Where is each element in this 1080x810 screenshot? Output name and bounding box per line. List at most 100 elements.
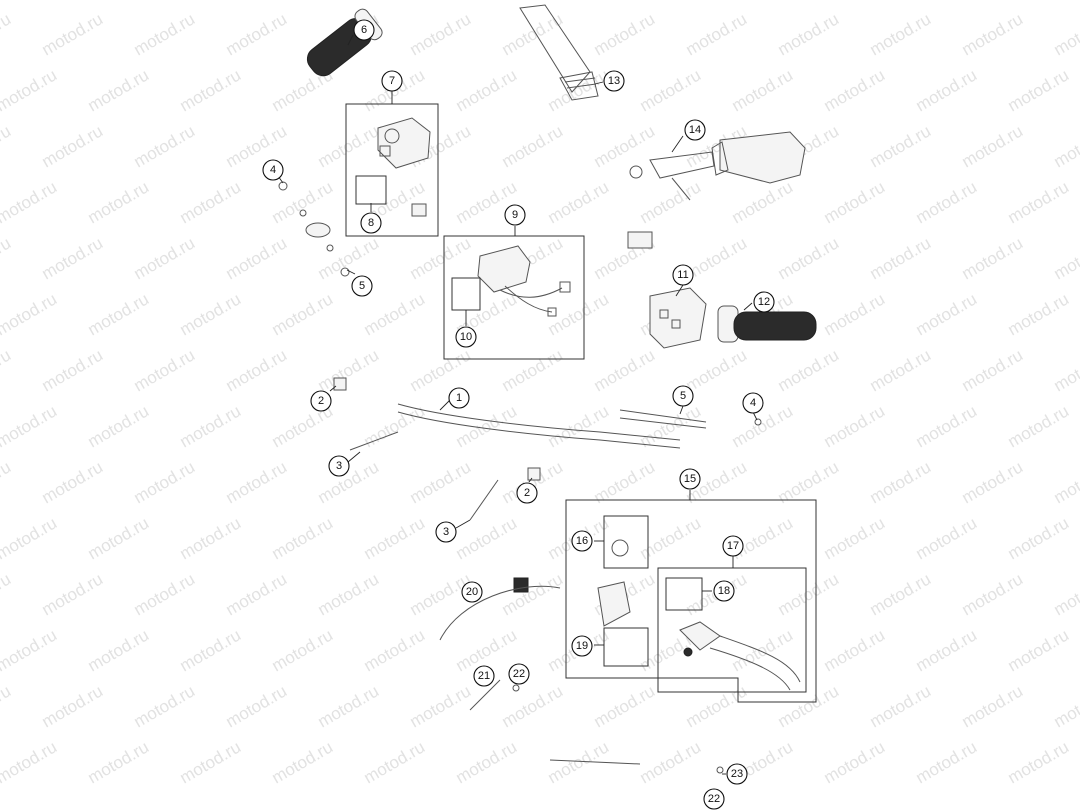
watermark-text: motod.ru [867,9,935,59]
watermark-text: motod.ru [0,401,60,451]
svg-text:15: 15 [684,473,696,485]
watermark-text: motod.ru [177,401,245,451]
watermark-text: motod.ru [867,345,935,395]
watermark-text: motod.ru [0,681,14,731]
watermark-text: motod.ru [499,121,567,171]
watermark-text: motod.ru [39,345,107,395]
watermark-text: motod.ru [39,457,107,507]
svg-text:5: 5 [359,280,365,292]
watermark-text: motod.ru [223,9,291,59]
callout-3: 3 [328,455,350,477]
watermark-text: motod.ru [637,737,705,787]
watermark-text: motod.ru [0,345,14,395]
bar-end-parts-upper [278,181,350,277]
watermark-text: motod.ru [867,233,935,283]
watermark-text: motod.ru [1051,457,1080,507]
watermark-text: motod.ru [131,457,199,507]
callout-14: 14 [684,119,706,141]
frame-15 [565,499,817,703]
watermark-text: motod.ru [131,681,199,731]
watermark-text: motod.ru [0,457,14,507]
watermark-text: motod.ru [85,401,153,451]
watermark-text: motod.ru [85,0,153,3]
watermark-text: motod.ru [0,65,60,115]
callout-4-lower: 4 [742,392,764,414]
watermark-text: motod.ru [0,0,60,3]
watermark-text: motod.ru [453,737,521,787]
watermark-text: motod.ru [1005,401,1073,451]
watermark-text: motod.ru [315,121,383,171]
watermark-text: motod.ru [867,681,935,731]
svg-text:22: 22 [513,668,525,680]
wiring-harness [477,245,571,317]
watermark-text: motod.ru [269,737,337,787]
watermark-text: motod.ru [499,345,567,395]
watermark-text: motod.ru [315,569,383,619]
watermark-text: motod.ru [39,569,107,619]
brake-pump [597,539,631,627]
watermark-text: motod.ru [453,513,521,563]
watermark-text: motod.ru [913,289,981,339]
svg-text:3: 3 [336,460,342,472]
watermark-text: motod.ru [1051,233,1080,283]
watermark-text: motod.ru [177,65,245,115]
watermark-text: motod.ru [913,737,981,787]
svg-text:23: 23 [731,768,743,780]
watermark-text: motod.ru [545,177,613,227]
watermark-text: motod.ru [407,681,475,731]
watermark-text: motod.ru [361,289,429,339]
svg-text:13: 13 [608,75,620,87]
watermark-text: motod.ru [545,401,613,451]
watermark-text: motod.ru [683,345,751,395]
svg-text:20: 20 [466,586,478,598]
svg-text:19: 19 [576,640,588,652]
watermark-text: motod.ru [591,9,659,59]
svg-text:16: 16 [576,535,588,547]
watermark-text: motod.ru [959,233,1027,283]
watermark-text: motod.ru [0,177,60,227]
watermark-text: motod.ru [959,681,1027,731]
part-drawings [278,4,817,774]
mirror [629,131,806,201]
callout-12: 12 [753,291,775,313]
svg-text:1: 1 [456,392,462,404]
watermark-text: motod.ru [867,569,935,619]
svg-text:17: 17 [727,540,739,552]
callout-22-lower: 22 [703,788,725,810]
callout-2-lower: 2 [516,482,538,504]
svg-text:22: 22 [708,793,720,805]
svg-text:4: 4 [750,397,756,409]
svg-text:11: 11 [677,269,688,281]
watermark-text: motod.ru [39,9,107,59]
watermark-text: motod.ru [269,513,337,563]
svg-text:4: 4 [270,164,276,176]
watermark-text: motod.ru [867,121,935,171]
watermark-text: motod.ru [223,233,291,283]
watermark-text: motod.ru [959,457,1027,507]
svg-text:21: 21 [478,670,490,682]
callouts: 6 7 8 4 5 13 14 9 10 11 12 2 1 5 4 [262,19,775,810]
callout-2: 2 [310,390,332,412]
watermark-text: motod.ru [821,625,889,675]
watermark-text: motod.ru [361,737,429,787]
watermark-text: motod.ru [223,345,291,395]
watermark-text: motod.ru [1005,513,1073,563]
watermark-text: motod.ru [591,681,659,731]
watermark-text: motod.ru [775,233,843,283]
watermark-text: motod.ru [499,569,567,619]
watermark-text: motod.ru [223,457,291,507]
watermark-text: motod.ru [1005,177,1073,227]
watermark-text: motod.ru [131,345,199,395]
watermark-text: motod.ru [177,177,245,227]
watermark-text: motod.ru [0,233,14,283]
watermark-text: motod.ru [821,177,889,227]
callout-19: 19 [571,635,593,657]
watermark-text: motod.ru [85,513,153,563]
callout-11: 11 [672,264,694,286]
watermark-text: motod.ru [0,289,60,339]
svg-text:12: 12 [758,296,770,308]
callout-7: 7 [381,70,403,92]
watermark-text: motod.ru [315,233,383,283]
watermark-text: motod.ru [959,121,1027,171]
frame-9 [443,235,585,360]
